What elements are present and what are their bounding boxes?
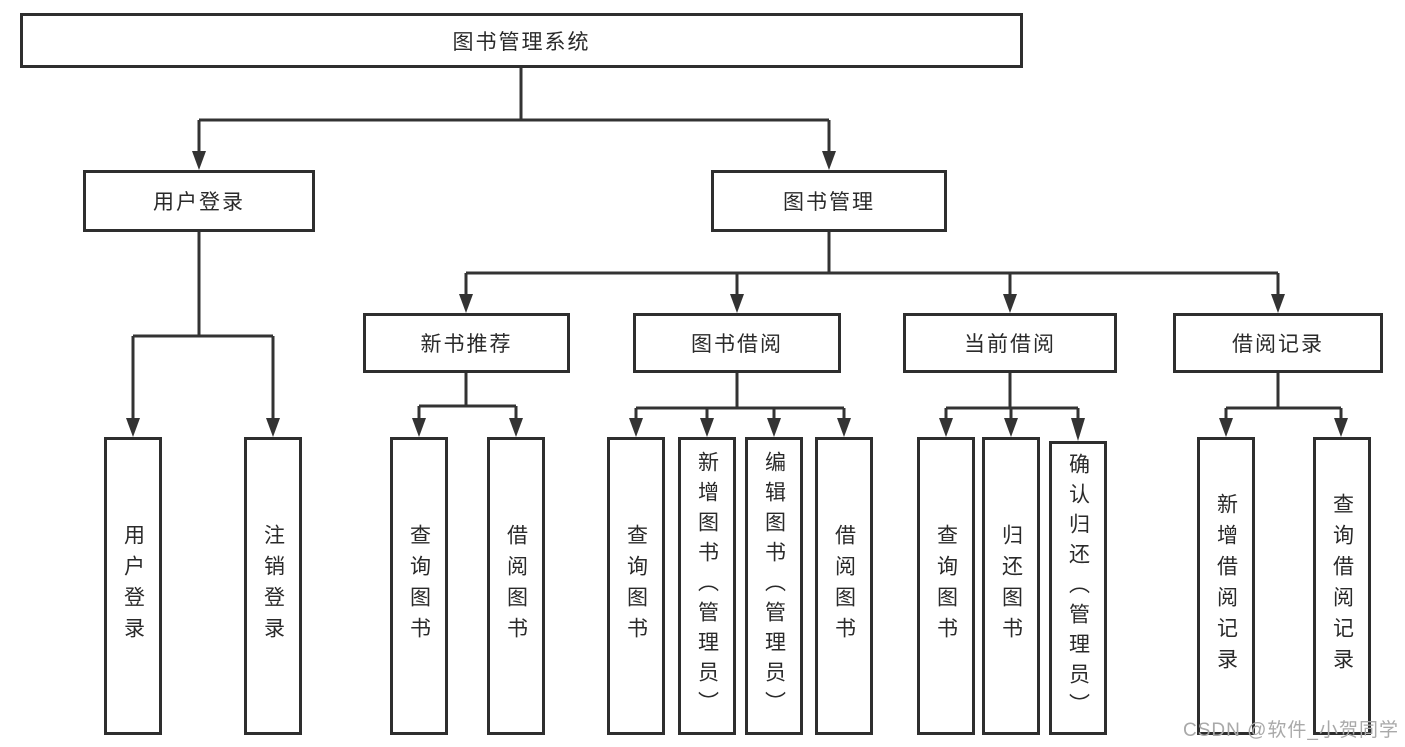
node-new-book-recommend-label: 新书推荐 xyxy=(420,333,513,356)
connector-userlogin-to-leaves xyxy=(131,232,275,420)
leaf-cb-confirm-return-admin: 确认归还（管理员） xyxy=(1049,441,1107,735)
arrowhead-icon xyxy=(1004,418,1018,437)
leaf-cb-query-books: 查询图书 xyxy=(917,437,975,735)
arrowhead-icon xyxy=(459,294,473,313)
watermark: CSDN @软件_小贺同学 xyxy=(1183,720,1399,741)
arrowhead-icon xyxy=(1003,294,1017,313)
arrowhead-icon xyxy=(837,418,851,437)
leaf-rc-query-record-label: 查询借阅记录 xyxy=(1330,493,1354,679)
leaf-bw-edit-books-admin: 编辑图书（管理员） xyxy=(745,437,803,735)
node-current-borrow: 当前借阅 xyxy=(903,313,1117,373)
leaf-rc-add-record-label: 新增借阅记录 xyxy=(1214,493,1238,679)
arrowhead-icon xyxy=(730,294,744,313)
connector-bookmgmt-to-level3 xyxy=(464,232,1280,296)
connector-current-to-leaves xyxy=(944,373,1080,421)
node-borrow-records-label: 借阅记录 xyxy=(1232,333,1324,356)
node-root-label: 图书管理系统 xyxy=(452,30,591,54)
arrowheads xyxy=(126,151,1348,441)
arrowhead-icon xyxy=(192,151,206,170)
leaf-bw-query-books: 查询图书 xyxy=(607,437,665,735)
arrowhead-icon xyxy=(1271,294,1285,313)
leaf-cb-return-books: 归还图书 xyxy=(982,437,1040,735)
leaf-bw-add-books-admin-label: 新增图书（管理员） xyxy=(695,451,719,721)
leaf-bw-add-books-admin: 新增图书（管理员） xyxy=(678,437,736,735)
node-book-management: 图书管理 xyxy=(711,170,947,232)
leaf-bw-borrow-books: 借阅图书 xyxy=(815,437,873,735)
leaf-rc-add-record: 新增借阅记录 xyxy=(1197,437,1255,735)
arrowhead-icon xyxy=(629,418,643,437)
node-new-book-recommend: 新书推荐 xyxy=(363,313,570,373)
leaf-nb-query-books: 查询图书 xyxy=(390,437,448,735)
leaf-cb-return-books-label: 归还图书 xyxy=(999,524,1023,648)
arrowhead-icon xyxy=(509,418,523,437)
arrowhead-icon xyxy=(1334,418,1348,437)
leaf-rc-query-record: 查询借阅记录 xyxy=(1313,437,1371,735)
arrowhead-icon xyxy=(767,418,781,437)
leaf-nb-query-books-label: 查询图书 xyxy=(407,524,431,648)
leaf-bw-borrow-books-label: 借阅图书 xyxy=(832,524,856,648)
node-borrow-records: 借阅记录 xyxy=(1173,313,1383,373)
arrowhead-icon xyxy=(939,418,953,437)
connector-records-to-leaves xyxy=(1224,373,1343,421)
leaf-logout-label: 注销登录 xyxy=(261,524,285,648)
leaf-user-login-label: 用户登录 xyxy=(121,524,145,648)
node-user-login-label: 用户登录 xyxy=(153,191,245,214)
leaf-user-login: 用户登录 xyxy=(104,437,162,735)
leaf-logout: 注销登录 xyxy=(244,437,302,735)
leaf-nb-borrow-books-label: 借阅图书 xyxy=(504,524,528,648)
node-current-borrow-label: 当前借阅 xyxy=(964,333,1056,356)
connector-borrow-to-leaves xyxy=(634,373,846,421)
leaf-bw-edit-books-admin-label: 编辑图书（管理员） xyxy=(762,451,786,721)
arrowhead-icon xyxy=(126,418,140,437)
arrowhead-icon xyxy=(266,418,280,437)
arrowhead-icon xyxy=(822,151,836,170)
leaf-nb-borrow-books: 借阅图书 xyxy=(487,437,545,735)
connector-segments xyxy=(131,68,1343,421)
arrowhead-icon xyxy=(700,418,714,437)
connector-root-to-level2 xyxy=(197,68,831,152)
leaf-cb-query-books-label: 查询图书 xyxy=(934,524,958,648)
leaf-cb-confirm-return-admin-label: 确认归还（管理员） xyxy=(1066,453,1090,723)
node-user-login: 用户登录 xyxy=(83,170,315,232)
arrowhead-icon xyxy=(1219,418,1233,437)
arrowhead-icon xyxy=(412,418,426,437)
arrowhead-icon xyxy=(1071,418,1085,441)
connector-newbooks-to-leaves xyxy=(417,373,518,421)
leaf-bw-query-books-label: 查询图书 xyxy=(624,524,648,648)
node-book-management-label: 图书管理 xyxy=(783,191,875,214)
node-book-borrow-label: 图书借阅 xyxy=(691,333,783,356)
node-book-borrow: 图书借阅 xyxy=(633,313,841,373)
node-root: 图书管理系统 xyxy=(20,13,1023,68)
